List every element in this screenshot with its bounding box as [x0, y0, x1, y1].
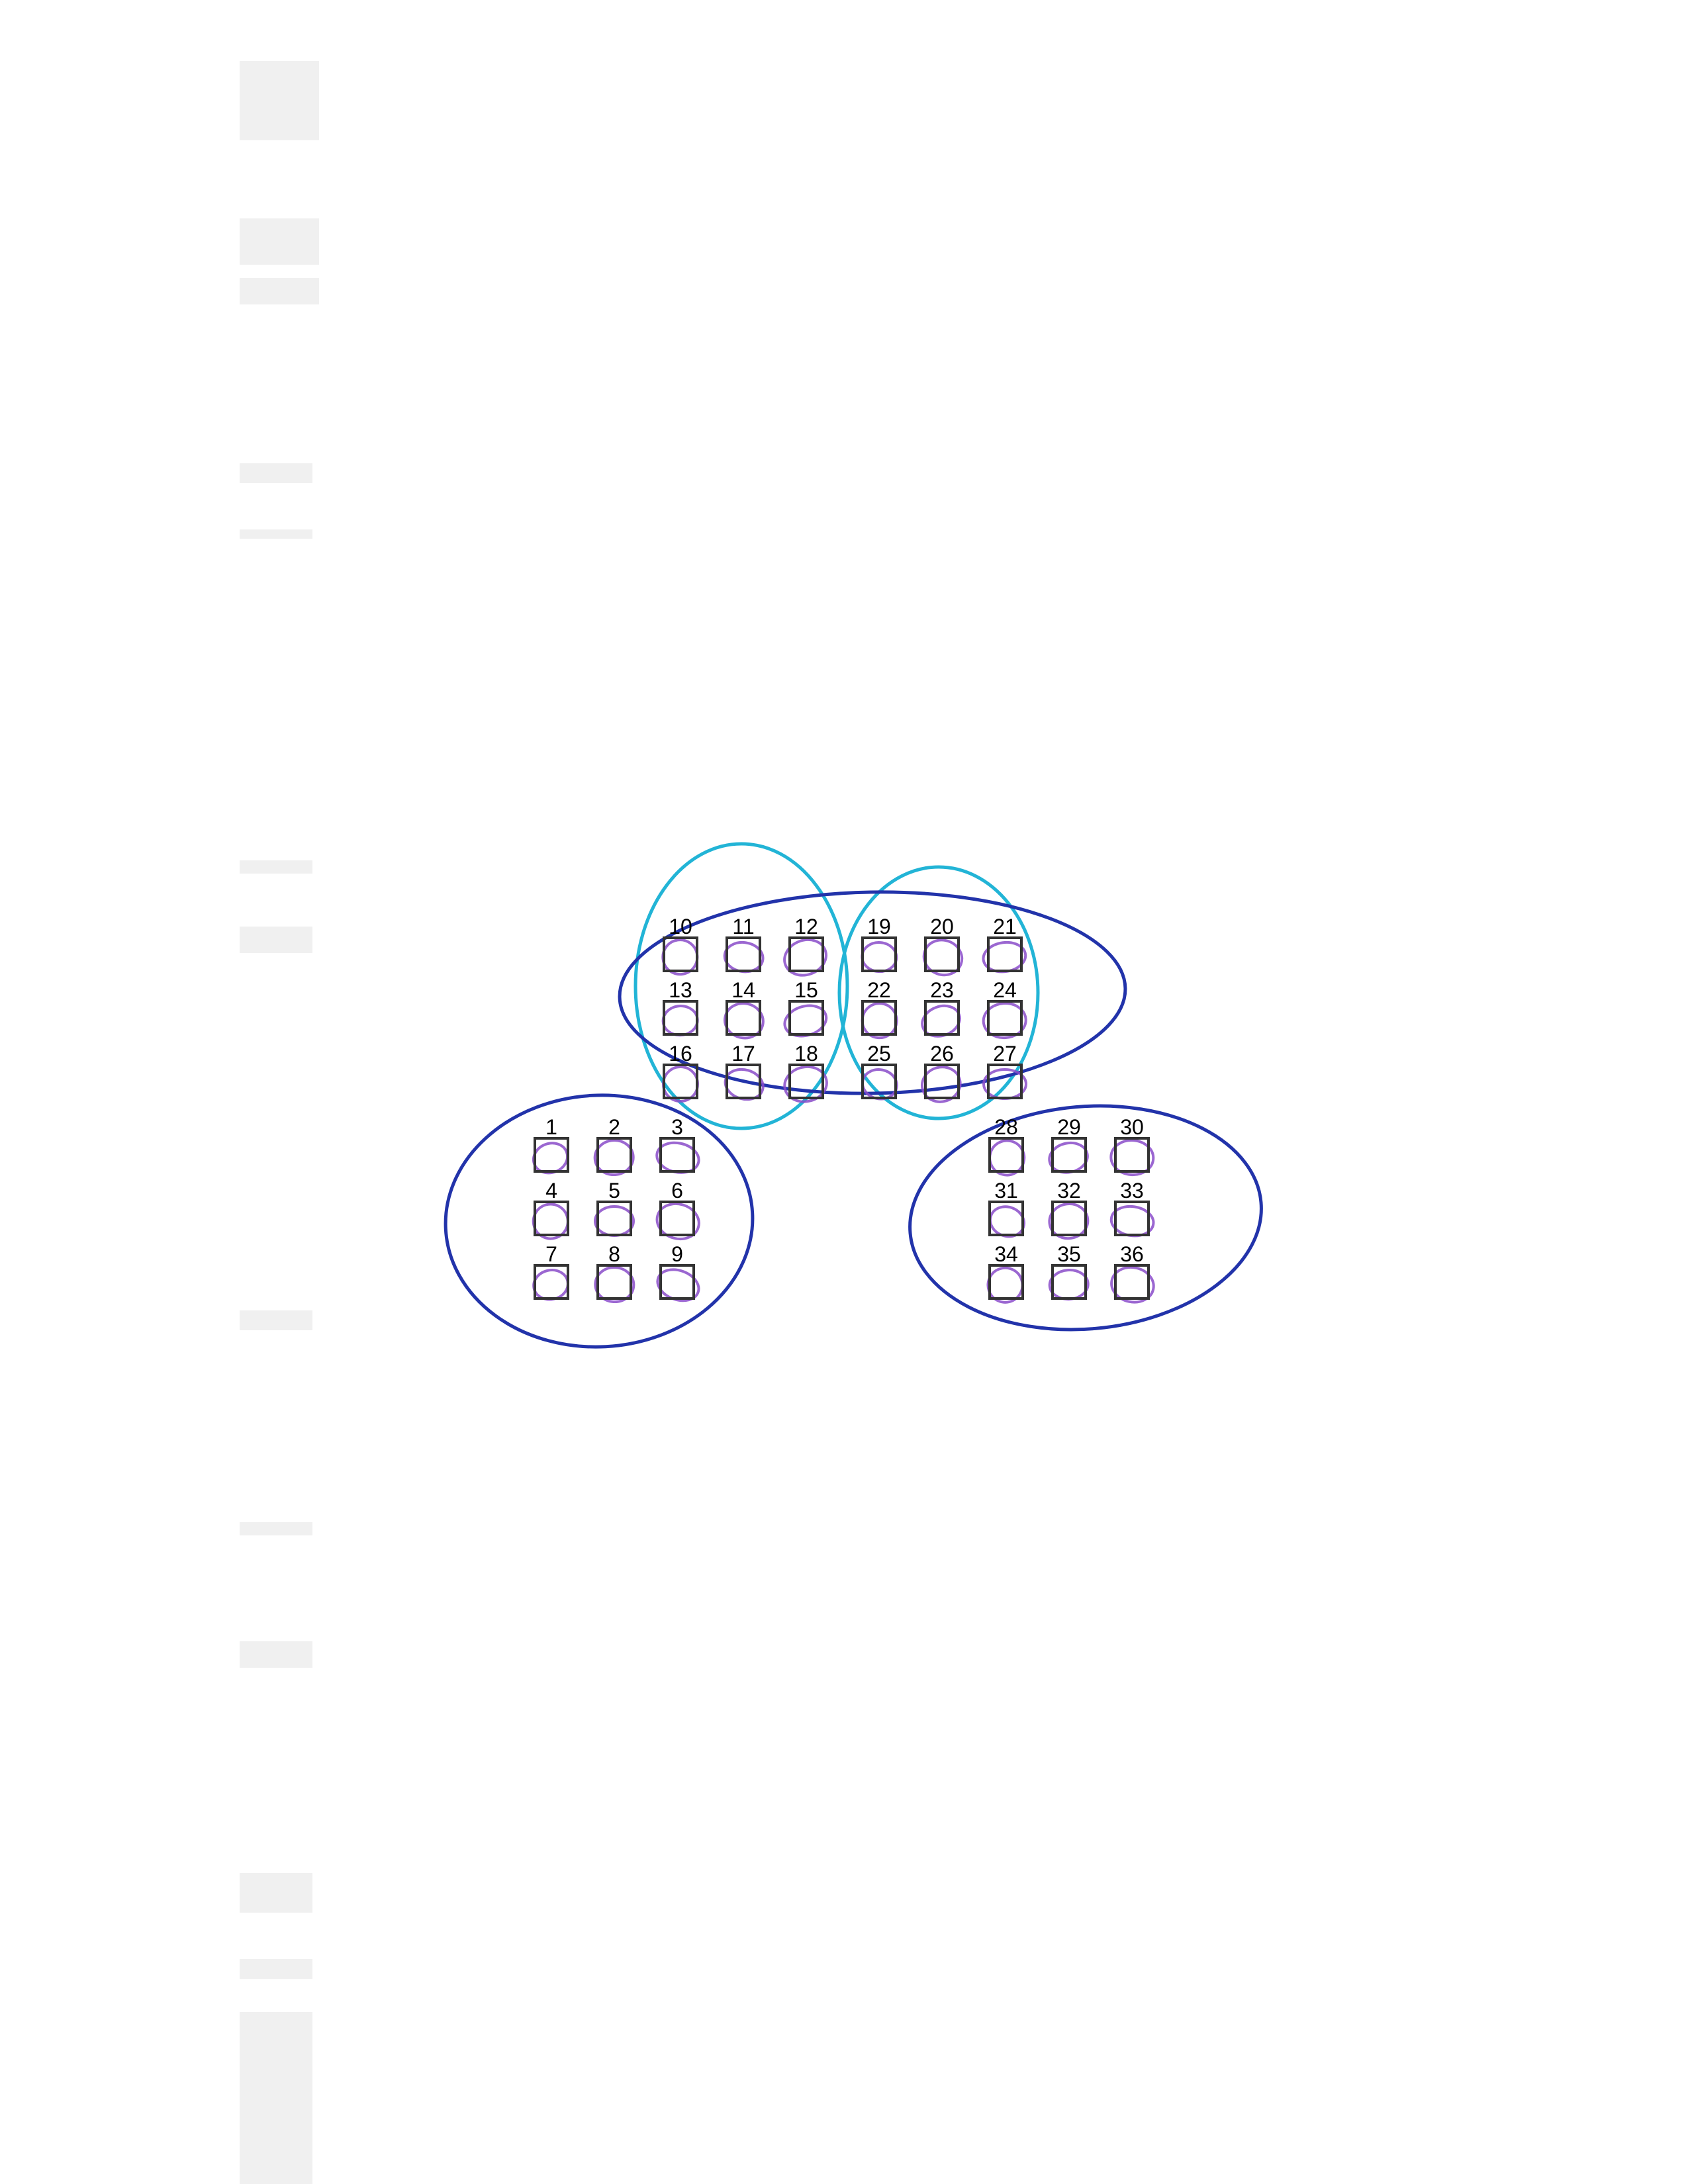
checkbox-label-25: 25: [867, 1042, 891, 1066]
box-mark-2: [593, 1139, 635, 1177]
checkbox-label-26: 26: [930, 1042, 954, 1066]
checkbox-label-36: 36: [1120, 1242, 1144, 1266]
checkbox-label-32: 32: [1057, 1179, 1081, 1203]
checkbox-label-7: 7: [545, 1242, 557, 1266]
checkbox-label-20: 20: [930, 915, 954, 938]
checkbox-6[interactable]: [659, 1201, 695, 1236]
checkbox-25[interactable]: [861, 1064, 897, 1099]
checkbox-label-30: 30: [1120, 1115, 1144, 1139]
checkbox-11[interactable]: [726, 936, 761, 972]
checkbox-label-22: 22: [867, 978, 891, 1002]
checkbox-9[interactable]: [659, 1264, 695, 1300]
outline-top-right-block: [837, 865, 1040, 1120]
checkbox-20[interactable]: [924, 936, 960, 972]
checkbox-label-12: 12: [794, 915, 818, 938]
checkbox-4[interactable]: [534, 1201, 569, 1236]
checkbox-15[interactable]: [788, 1000, 824, 1036]
box-mark-14: [724, 1002, 765, 1040]
checkbox-label-14: 14: [731, 978, 755, 1002]
checkbox-18[interactable]: [788, 1064, 824, 1099]
checkbox-3[interactable]: [659, 1137, 695, 1173]
outline-top-left-block: [633, 842, 849, 1130]
checkbox-label-13: 13: [669, 978, 692, 1002]
checkbox-label-5: 5: [608, 1179, 620, 1203]
checkbox-30[interactable]: [1114, 1137, 1150, 1173]
checkbox-27[interactable]: [987, 1064, 1023, 1099]
checkbox-31[interactable]: [988, 1201, 1024, 1236]
box-mark-6: [655, 1203, 700, 1241]
checkbox-label-35: 35: [1057, 1242, 1081, 1266]
checkbox-label-4: 4: [545, 1179, 557, 1203]
checkbox-23[interactable]: [924, 1000, 960, 1036]
box-mark-36: [1110, 1265, 1155, 1304]
box-mark-30: [1109, 1138, 1155, 1177]
checkbox-13[interactable]: [663, 1000, 698, 1036]
checkbox-22[interactable]: [861, 1000, 897, 1036]
checkbox-label-21: 21: [993, 915, 1017, 938]
checkbox-14[interactable]: [726, 1000, 761, 1036]
checkbox-16[interactable]: [663, 1064, 698, 1099]
outline-bottom-right: [908, 1104, 1263, 1332]
checkbox-label-1: 1: [545, 1115, 557, 1139]
checkbox-7[interactable]: [534, 1264, 569, 1300]
box-mark-18: [783, 1065, 828, 1103]
checkbox-label-31: 31: [994, 1179, 1018, 1203]
scan-shadow-strip: [240, 61, 319, 2184]
checkbox-label-2: 2: [608, 1115, 620, 1139]
box-mark-32: [1048, 1203, 1090, 1240]
checkbox-19[interactable]: [861, 936, 897, 972]
checkbox-label-9: 9: [671, 1242, 683, 1266]
checkbox-10[interactable]: [663, 936, 698, 972]
checkbox-5[interactable]: [596, 1201, 632, 1236]
checkbox-35[interactable]: [1051, 1264, 1087, 1300]
checkbox-21[interactable]: [987, 936, 1023, 972]
checkbox-label-11: 11: [732, 915, 754, 938]
checkbox-label-24: 24: [993, 978, 1017, 1002]
checkbox-label-28: 28: [994, 1115, 1018, 1139]
checkbox-label-17: 17: [731, 1042, 755, 1066]
checkbox-label-27: 27: [993, 1042, 1017, 1066]
checkbox-label-29: 29: [1057, 1115, 1081, 1139]
checkbox-36[interactable]: [1114, 1264, 1150, 1300]
checkbox-17[interactable]: [726, 1064, 761, 1099]
checkbox-label-19: 19: [867, 915, 891, 938]
checkbox-label-33: 33: [1120, 1179, 1144, 1203]
checkbox-label-6: 6: [671, 1179, 683, 1203]
checkbox-label-3: 3: [671, 1115, 683, 1139]
box-mark-12: [783, 938, 827, 977]
checkbox-24[interactable]: [987, 1000, 1023, 1036]
checkbox-29[interactable]: [1051, 1137, 1087, 1173]
checkbox-label-15: 15: [794, 978, 818, 1002]
checkbox-26[interactable]: [924, 1064, 960, 1099]
outline-bottom-left: [444, 1093, 755, 1349]
checkbox-2[interactable]: [596, 1137, 632, 1173]
checkbox-8[interactable]: [596, 1264, 632, 1300]
checkbox-1[interactable]: [534, 1137, 569, 1173]
checkbox-label-34: 34: [994, 1242, 1018, 1266]
checkbox-label-10: 10: [669, 915, 692, 938]
checkbox-28[interactable]: [988, 1137, 1024, 1173]
checkbox-34[interactable]: [988, 1264, 1024, 1300]
checkbox-label-18: 18: [794, 1042, 818, 1066]
checkbox-label-8: 8: [608, 1242, 620, 1266]
checkbox-12[interactable]: [788, 936, 824, 972]
checkbox-label-16: 16: [669, 1042, 692, 1066]
outline-top: [618, 890, 1127, 1095]
checkbox-33[interactable]: [1114, 1201, 1150, 1236]
box-mark-8: [594, 1266, 635, 1304]
group-outlines: [444, 842, 1263, 1349]
checkbox-label-23: 23: [930, 978, 954, 1002]
checkbox-32[interactable]: [1051, 1201, 1087, 1236]
box-mark-24: [982, 1001, 1027, 1040]
